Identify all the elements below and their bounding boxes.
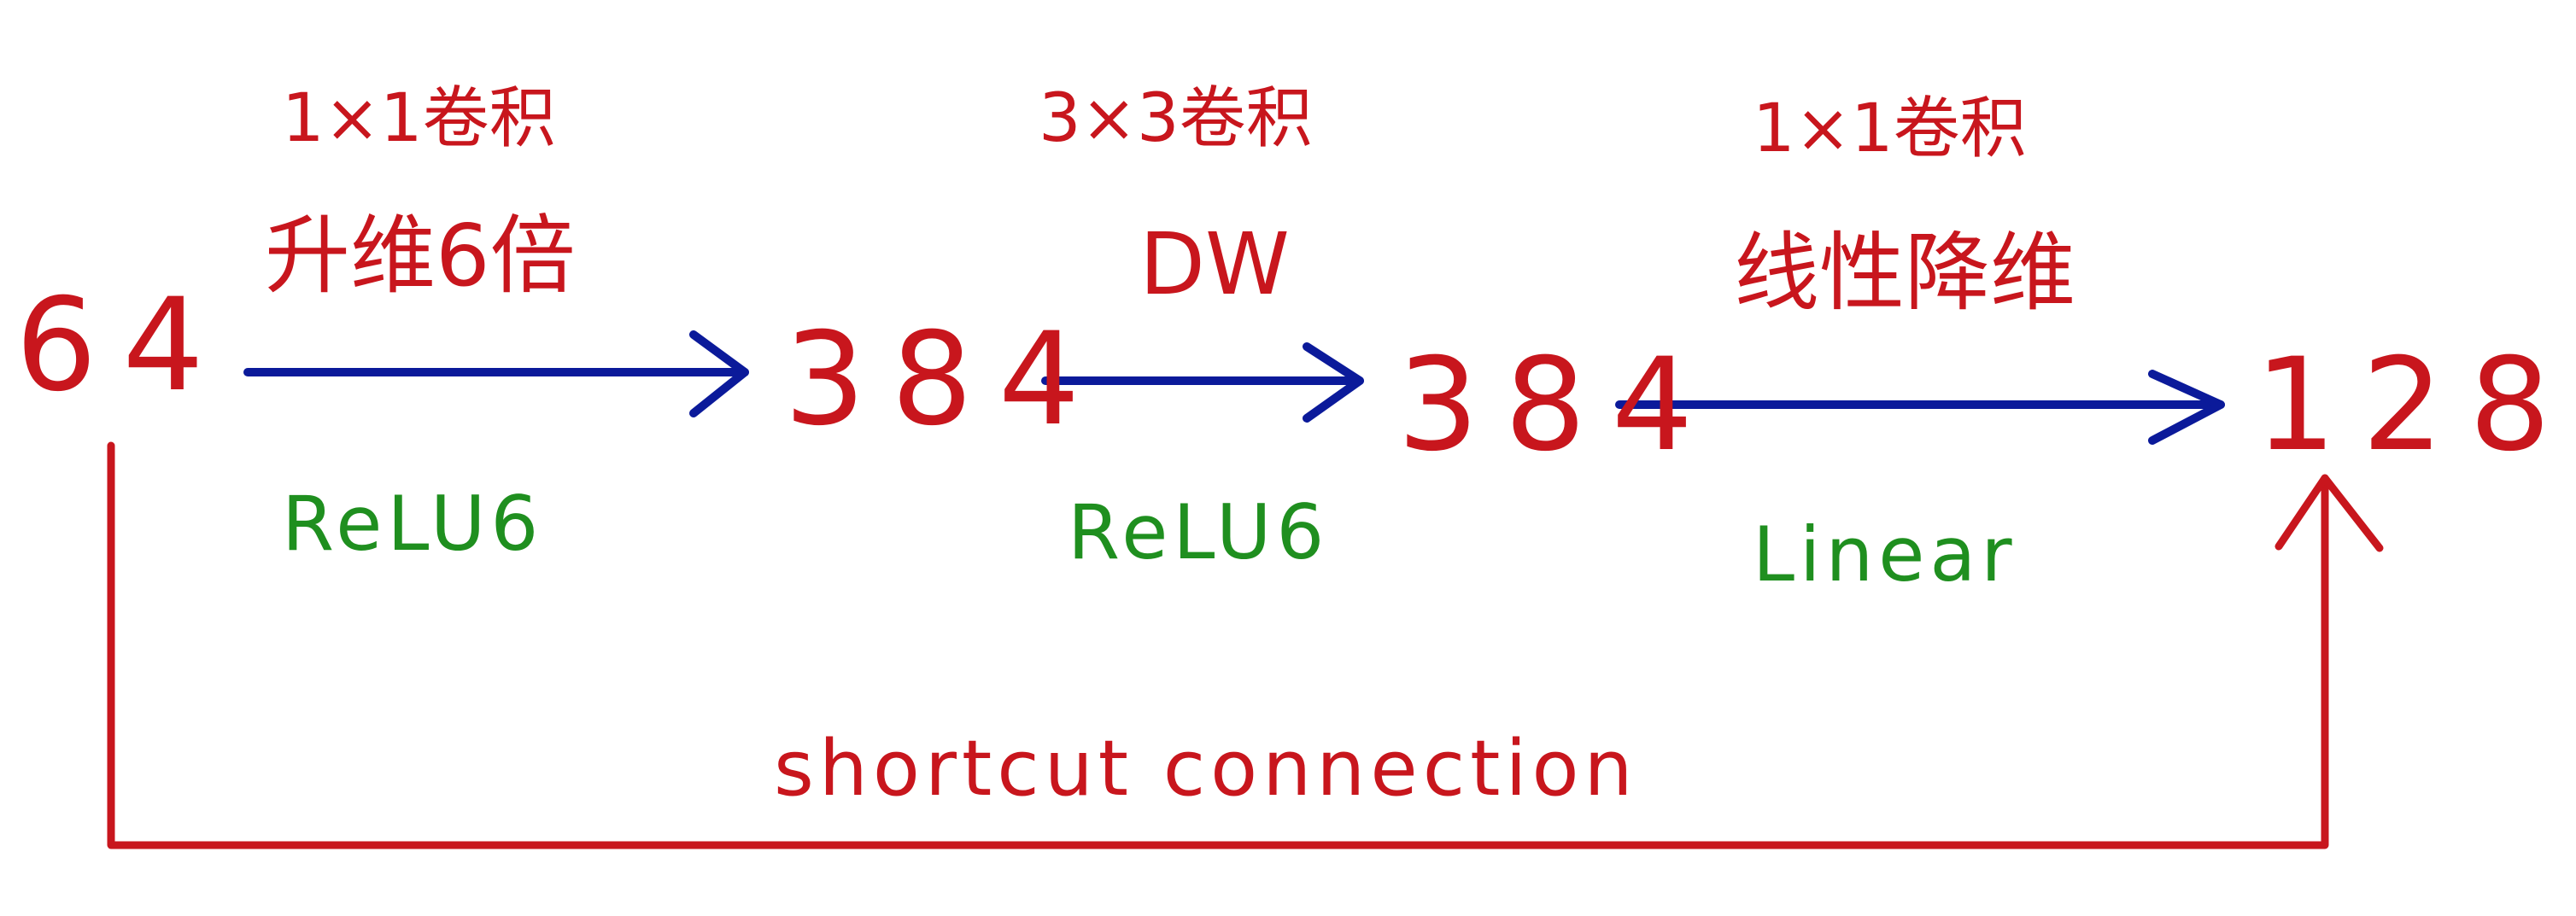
arrow-depthwise (1041, 342, 1364, 423)
stage2-op-label: 3×3卷积 (1039, 80, 1313, 157)
node-expand-output: 384 (784, 306, 1106, 454)
arrow-expand (243, 330, 749, 417)
node-output: 128 (2255, 331, 2576, 480)
stage2-desc-label: DW (1139, 214, 1290, 314)
arrow-project (1615, 370, 2225, 445)
stage2-activation-label: ReLU6 (1068, 488, 1330, 576)
shortcut-path (107, 441, 2384, 849)
stage3-op-label: 1×1卷积 (1753, 90, 2027, 167)
stage1-activation-label: ReLU6 (282, 480, 544, 568)
stage3-desc-label: 线性降维 (1734, 223, 2075, 323)
node-depthwise-output: 384 (1397, 331, 1719, 480)
stage1-desc-label: 升维6倍 (265, 206, 576, 306)
shortcut-label: shortcut connection (774, 724, 1638, 814)
stage1-op-label: 1×1卷积 (282, 80, 556, 157)
inverted-residual-diagram: 64 384 384 128 1×1卷积 升维6倍 ReLU6 3×3卷积 DW… (15, 80, 2550, 849)
stage3-activation-label: Linear (1753, 511, 2017, 598)
arrows-layer (107, 330, 2384, 849)
node-input: 64 (15, 271, 230, 420)
